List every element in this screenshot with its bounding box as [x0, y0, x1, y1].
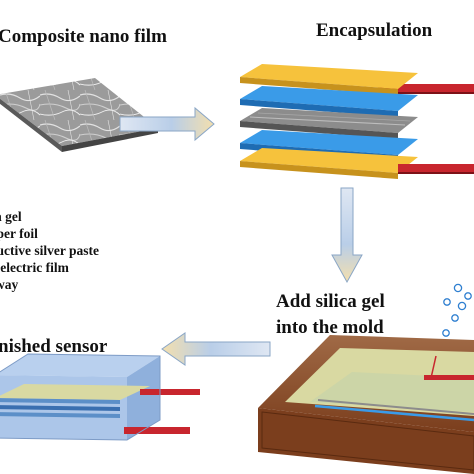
- materials-legend: ca gel pper foil ductive silver paste to…: [0, 208, 99, 293]
- encapsulation-stack: [240, 64, 474, 179]
- composite-film-title: Composite nano film: [0, 26, 167, 47]
- finished-sensor: [0, 353, 200, 441]
- gold-layer-top: [240, 64, 418, 95]
- add-silica-gel-line2: into the mold: [276, 317, 384, 338]
- down-arrow-icon: [331, 187, 363, 284]
- blue-layer-top: [240, 86, 418, 117]
- red-lead-bottom: [398, 164, 474, 174]
- encapsulation-title: Encapsulation: [316, 20, 433, 41]
- add-silica-gel-line1: Add silica gel: [276, 291, 385, 312]
- finished-sensor-title: nished sensor: [0, 336, 108, 357]
- gold-layer-bottom: [240, 148, 418, 179]
- left-arrow-icon: [161, 332, 271, 366]
- nano-film-sheet: [0, 78, 158, 152]
- legend-item: pper foil: [0, 226, 38, 241]
- red-lead-top: [378, 84, 474, 94]
- right-arrow-icon: [119, 106, 215, 142]
- legend-item: toelectric film: [0, 260, 69, 275]
- mold: [258, 335, 474, 474]
- legend-item: ductive silver paste: [0, 243, 99, 258]
- gray-film-layer: [240, 108, 418, 139]
- legend-item: ca gel: [0, 209, 22, 224]
- legend-item: eway: [0, 277, 19, 292]
